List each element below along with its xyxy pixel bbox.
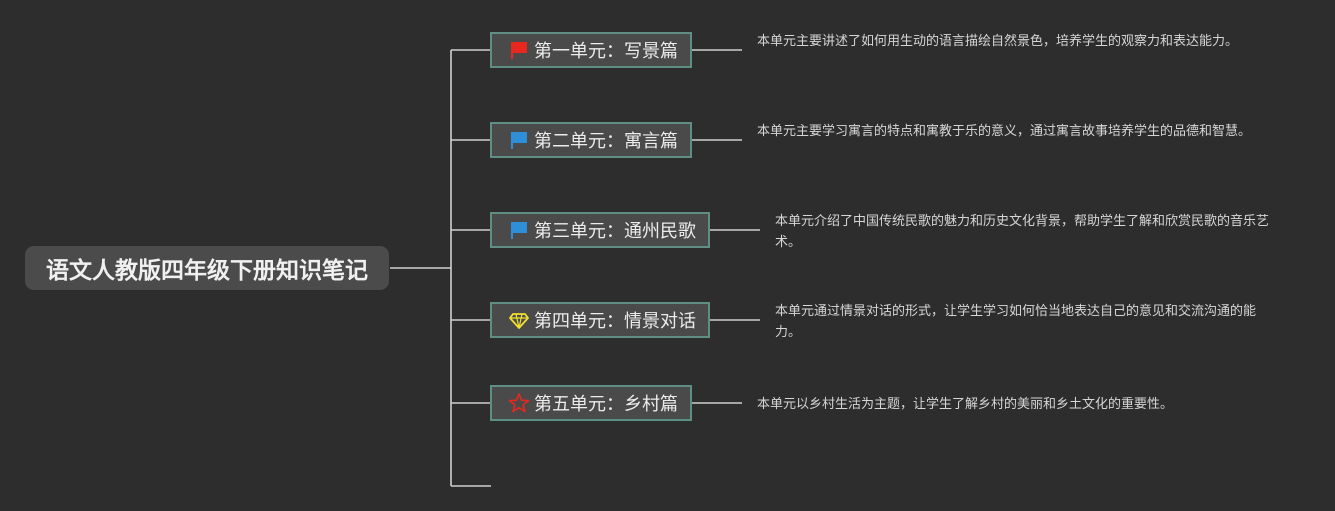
diamond-icon bbox=[508, 309, 530, 331]
unit-5-topic[interactable]: 第五单元：乡村篇 bbox=[490, 385, 692, 421]
root-topic[interactable]: 语文人教版四年级下册知识笔记 bbox=[25, 246, 389, 290]
red-flag-icon bbox=[508, 39, 530, 61]
root-title: 语文人教版四年级下册知识笔记 bbox=[46, 258, 368, 284]
unit-4-topic[interactable]: 第四单元：情景对话 bbox=[490, 302, 710, 338]
unit-4-note: 本单元通过情景对话的形式，让学生学习如何恰当地表达自己的意见和交流沟通的能力。 bbox=[775, 304, 1257, 340]
unit-1-label: 第一单元：写景篇 bbox=[534, 41, 678, 62]
unit-5-note: 本单元以乡村生活为主题，让学生了解乡村的美丽和乡土文化的重要性。 bbox=[757, 397, 1174, 412]
unit-3-note: 本单元介绍了中国传统民歌的魅力和历史文化背景，帮助学生了解和欣赏民歌的音乐艺术。 bbox=[775, 214, 1270, 250]
unit-2-topic[interactable]: 第二单元：寓言篇 bbox=[490, 122, 692, 158]
unit-2-label: 第二单元：寓言篇 bbox=[534, 131, 678, 152]
blue-flag-icon bbox=[508, 129, 530, 151]
unit-5-label: 第五单元：乡村篇 bbox=[534, 394, 678, 415]
unit-4-label: 第四单元：情景对话 bbox=[534, 311, 696, 332]
unit-2-note: 本单元主要学习寓言的特点和寓教于乐的意义，通过寓言故事培养学生的品德和智慧。 bbox=[757, 124, 1252, 139]
unit-1-topic[interactable]: 第一单元：写景篇 bbox=[490, 32, 692, 68]
star-icon bbox=[508, 392, 530, 414]
unit-3-label: 第三单元：通州民歌 bbox=[534, 221, 696, 242]
unit-3-topic[interactable]: 第三单元：通州民歌 bbox=[490, 212, 710, 248]
unit-1-note: 本单元主要讲述了如何用生动的语言描绘自然景色，培养学生的观察力和表达能力。 bbox=[757, 34, 1239, 49]
blue-flag-icon bbox=[508, 219, 530, 241]
